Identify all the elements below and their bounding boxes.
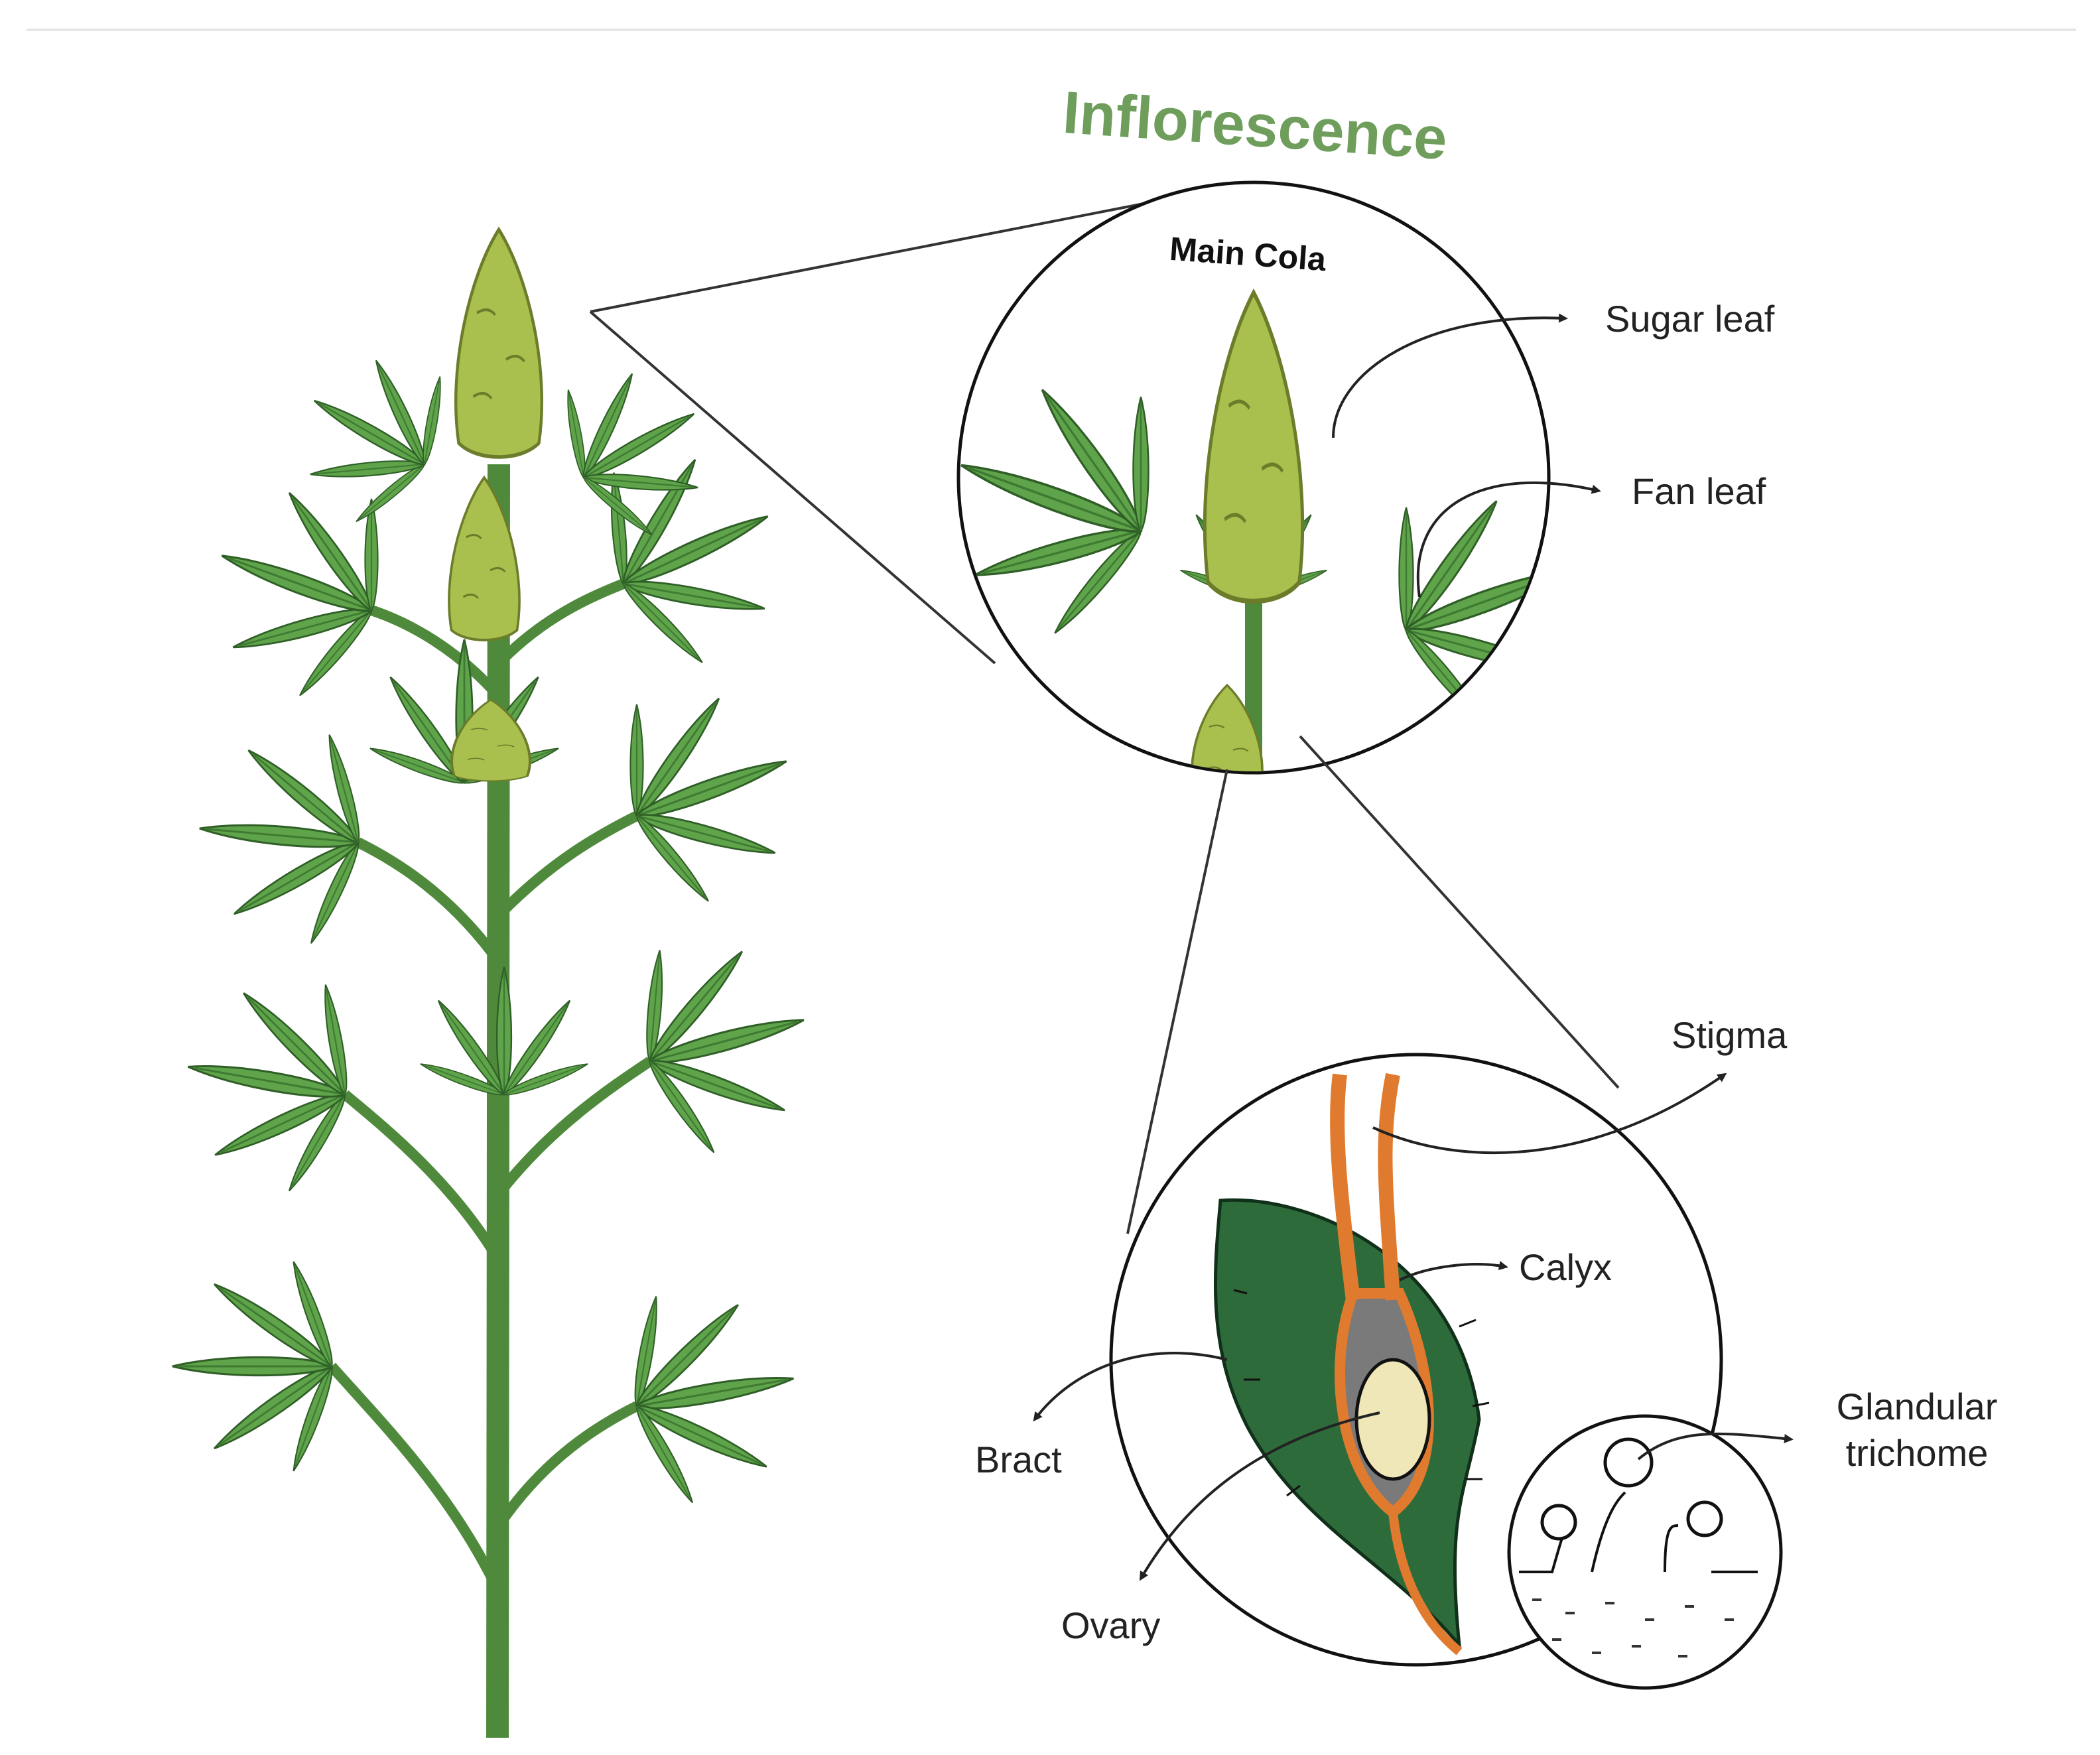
label-bract: Bract [975, 1439, 1062, 1480]
trichome-head-small-left [1540, 1504, 1577, 1541]
callout-arrows-cola [1332, 313, 1601, 598]
label-calyx: Calyx [1519, 1246, 1612, 1288]
label-sugar-leaf: Sugar leaf [1605, 298, 1775, 340]
trichome-head-large [1603, 1437, 1654, 1488]
zoom-lines-main [589, 198, 1168, 665]
trichome-inset [1507, 1414, 1783, 1690]
trichome-dots [1532, 1598, 1734, 1658]
label-glandular: Glandular [1837, 1386, 1998, 1427]
label-fan-leaf: Fan leaf [1632, 470, 1766, 512]
callout-arrows-flower [1033, 1072, 1794, 1581]
stigma-shape [1330, 1072, 1400, 1301]
cannabis-plant-illustration [170, 229, 832, 1738]
zoom-lines-flower [1126, 735, 1620, 1234]
bract-hairs [1233, 1289, 1490, 1497]
side-branches [328, 578, 653, 1594]
ovary-shape [1354, 1358, 1431, 1481]
main-stem [486, 464, 510, 1738]
main-cola-inset: Main Cola [956, 180, 1551, 775]
label-ovary: Ovary [1061, 1604, 1160, 1646]
stalk-shape [1388, 1512, 1463, 1656]
trichome-head-small-right [1686, 1500, 1723, 1537]
diagram-title: Inflorescence [1061, 80, 1449, 172]
label-stigma: Stigma [1672, 1014, 1788, 1056]
label-trichome: trichome [1846, 1432, 1989, 1474]
